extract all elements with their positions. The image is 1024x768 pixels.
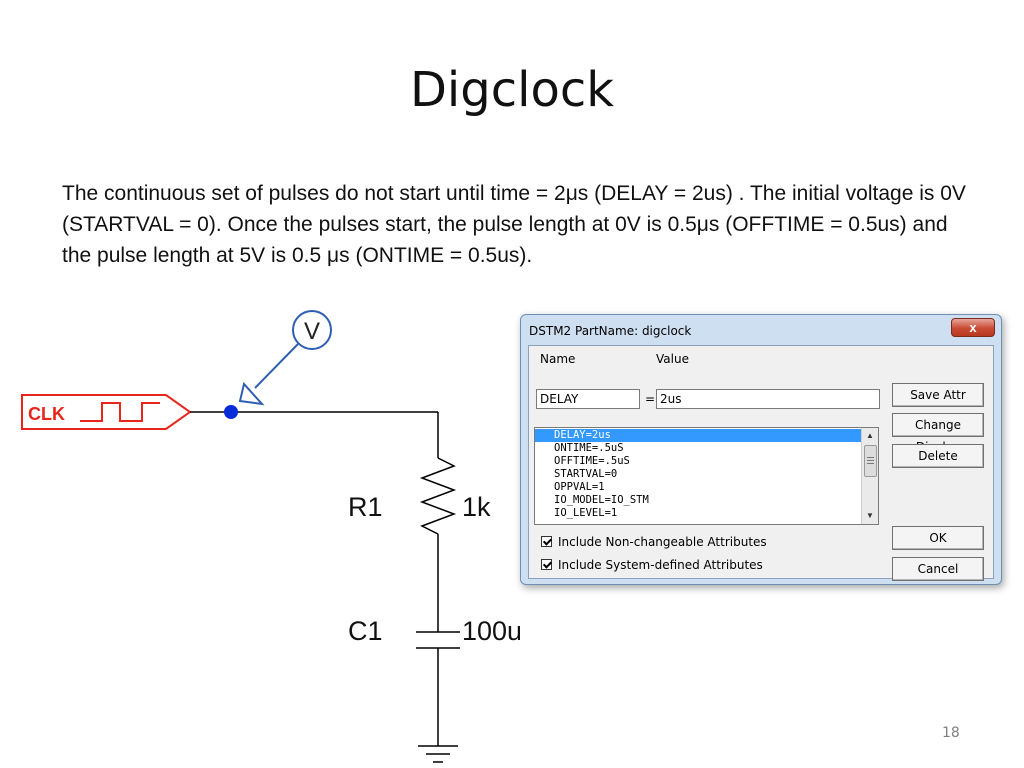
scroll-up-icon[interactable]: ▲	[866, 431, 874, 440]
resistor-r1	[419, 457, 457, 535]
dialog-title: DSTM2 PartName: digclock	[529, 324, 692, 338]
attribute-list[interactable]: DELAY=2us ONTIME=.5uS OFFTIME=.5uS START…	[534, 427, 879, 525]
clk-source-label: CLK	[28, 404, 65, 424]
attribute-name-field[interactable]: DELAY	[536, 389, 640, 409]
page-number: 18	[942, 725, 960, 741]
delete-button[interactable]: Delete	[892, 444, 984, 468]
dialog-titlebar[interactable]: DSTM2 PartName: digclock x	[521, 315, 1001, 345]
list-item[interactable]: ONTIME=.5uS	[554, 442, 624, 454]
ok-button[interactable]: OK	[892, 526, 984, 550]
dstm2-attribute-dialog: DSTM2 PartName: digclock x Name Value DE…	[520, 314, 1002, 585]
resistor-ref: R1	[348, 492, 383, 522]
cancel-button[interactable]: Cancel	[892, 557, 984, 581]
include-system-defined-checkbox[interactable]	[541, 559, 552, 570]
voltage-probe-label: V	[304, 318, 320, 345]
capacitor-ref: C1	[348, 616, 383, 646]
probe-node-dot	[224, 405, 238, 419]
list-item[interactable]: OPPVAL=1	[554, 481, 605, 493]
include-non-changeable-label: Include Non-changeable Attributes	[558, 535, 767, 549]
voltage-probe-arrow	[238, 381, 265, 406]
close-button[interactable]: x	[951, 318, 995, 337]
scroll-thumb[interactable]	[864, 445, 877, 477]
include-non-changeable-checkbox[interactable]	[541, 536, 552, 547]
value-column-label: Value	[656, 352, 689, 366]
include-non-changeable-checkbox-row[interactable]: Include Non-changeable Attributes	[541, 535, 767, 549]
list-item[interactable]: IO_MODEL=IO_STM	[554, 494, 649, 506]
close-icon: x	[969, 320, 977, 335]
change-display-button[interactable]: Change Display	[892, 413, 984, 454]
attribute-value-field[interactable]: 2us	[656, 389, 880, 409]
dialog-client-area: Name Value DELAY = 2us Save Attr Change …	[528, 345, 994, 581]
list-item[interactable]: DELAY=2us	[535, 429, 862, 442]
equals-sign: =	[645, 392, 656, 406]
list-item[interactable]: OFFTIME=.5uS	[554, 455, 630, 467]
list-item[interactable]: STARTVAL=0	[554, 468, 618, 480]
include-system-defined-label: Include System-defined Attributes	[558, 558, 763, 572]
slide-body-text: The continuous set of pulses do not star…	[62, 182, 966, 267]
list-item[interactable]: IO_LEVEL=1	[554, 507, 618, 519]
voltage-probe-circle	[292, 310, 332, 350]
scroll-down-icon[interactable]: ▼	[866, 511, 874, 520]
circuit-schematic: V CLK R1 1k C1 100u	[21, 310, 520, 763]
resistor-value: 1k	[462, 492, 491, 522]
slide-title: Digclock	[409, 62, 615, 118]
include-system-defined-checkbox-row[interactable]: Include System-defined Attributes	[541, 558, 763, 572]
name-column-label: Name	[540, 352, 576, 366]
list-scrollbar[interactable]: ▲ ▼	[861, 428, 878, 524]
save-attr-button[interactable]: Save Attr	[892, 383, 984, 407]
voltage-probe-stem	[254, 343, 299, 389]
capacitor-value: 100u	[462, 616, 520, 646]
clk-waveform-icon	[80, 402, 160, 422]
